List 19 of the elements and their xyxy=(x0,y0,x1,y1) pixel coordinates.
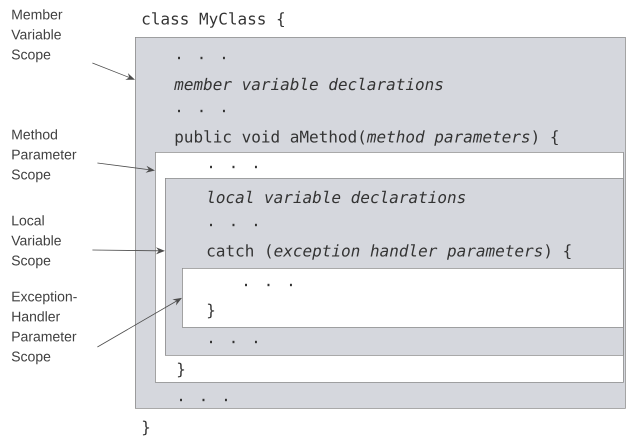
code-line: local variable declarations xyxy=(208,190,466,204)
code-line: . . . xyxy=(245,284,292,286)
code-line: } xyxy=(142,420,150,436)
code-line: . . . xyxy=(178,110,225,112)
code-line: public void aMethod(method parameters) { xyxy=(176,130,558,146)
code-line: member variable declarations xyxy=(174,78,443,90)
scope-label: Local Variable Scope xyxy=(11,215,61,268)
code-line: catch (exception handler parameters) { xyxy=(208,244,570,260)
code-line: . . . xyxy=(210,166,257,168)
code-line: . . . xyxy=(180,398,227,402)
code-line: . . . xyxy=(178,56,225,60)
code-line: class MyClass { xyxy=(142,12,284,28)
scope-label: Member Variable Scope xyxy=(11,9,62,62)
code-line: . . . xyxy=(210,340,257,344)
code-line: } xyxy=(208,304,214,318)
code-line: . . . xyxy=(210,224,257,226)
code-line: } xyxy=(178,362,184,378)
scope-label: Method Parameter Scope xyxy=(12,129,76,182)
scope-label: Exception-Handler Parameter Scope xyxy=(12,291,77,364)
